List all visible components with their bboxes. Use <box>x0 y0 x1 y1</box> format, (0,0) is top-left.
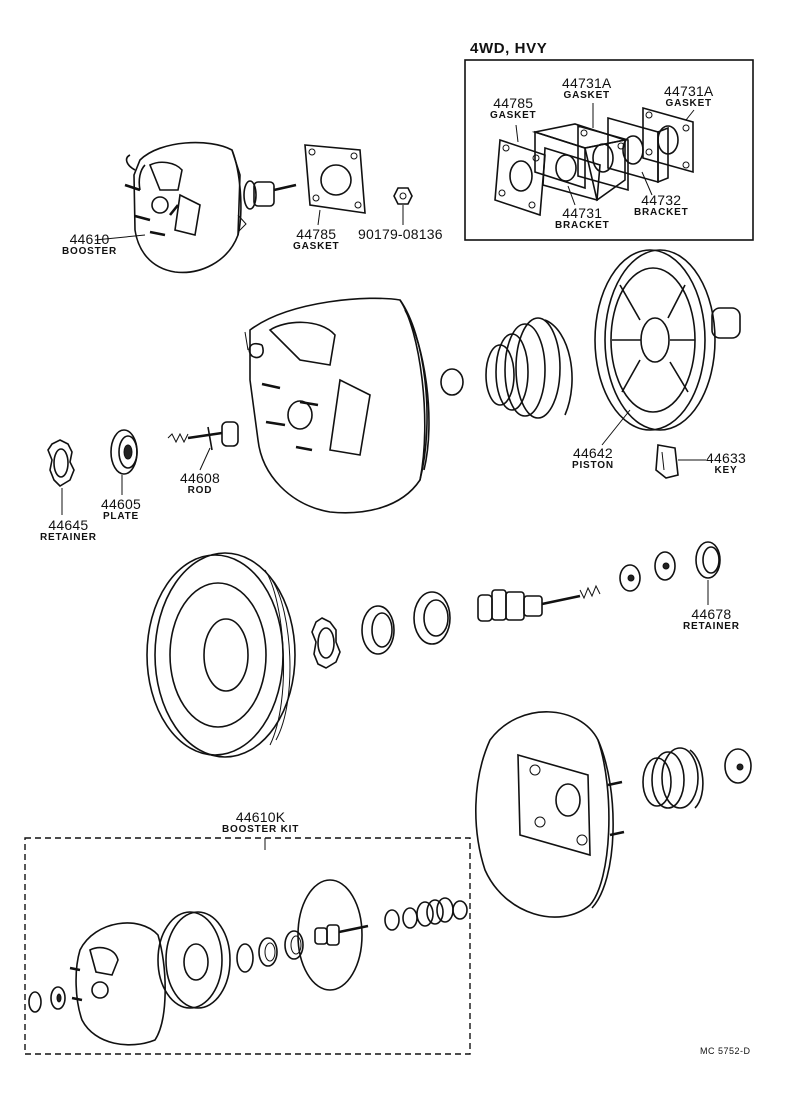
part-number: 44608 <box>180 470 220 486</box>
nut-90179 <box>393 187 413 205</box>
kit-seal-2 <box>284 930 304 960</box>
retainer-44678 <box>695 541 721 579</box>
part-number: 44610K <box>235 809 286 825</box>
washer-2 <box>654 551 676 581</box>
label-44633: 44633 KEY <box>706 451 746 476</box>
label-44732: 44732 BRACKET <box>634 193 689 218</box>
part-number: 90179-08136 <box>358 226 443 242</box>
gasket-44785 <box>304 144 366 214</box>
valve-body <box>477 584 601 622</box>
key-44633 <box>655 444 679 479</box>
part-number: 44732 <box>641 192 682 208</box>
part-name: GASKET <box>490 110 537 121</box>
booster-small <box>124 141 297 274</box>
label-90179: 90179-08136 <box>358 227 443 241</box>
label-44678: 44678 RETAINER <box>683 607 740 632</box>
variant-bracket-44731 <box>531 123 629 202</box>
part-name: PISTON <box>572 460 614 471</box>
part-number: 44605 <box>101 496 141 512</box>
variant-box <box>464 59 754 241</box>
kit-small-parts <box>28 986 66 1013</box>
washer-lower <box>724 748 752 784</box>
seal-middle-2 <box>413 591 451 645</box>
kit-front-shell <box>157 911 231 1009</box>
part-name: RETAINER <box>683 621 740 632</box>
plate-44605 <box>110 429 138 475</box>
label-44785-variant: 44785 GASKET <box>490 96 536 121</box>
variant-gasket-44731a-2 <box>642 106 694 174</box>
label-44731a-2: 44731A GASKET <box>664 84 713 109</box>
booster-front-shell <box>244 297 430 514</box>
part-name: PLATE <box>102 511 139 522</box>
label-44785: 44785 GASKET <box>293 227 339 252</box>
variant-box-title: 4WD, HVY <box>470 40 548 57</box>
label-44645: 44645 RETAINER <box>40 518 97 543</box>
part-name: RETAINER <box>40 532 97 543</box>
washer-1 <box>619 564 641 592</box>
kit-retainer <box>236 943 254 973</box>
part-name: BRACKET <box>634 207 689 218</box>
part-number: 44633 <box>706 450 746 466</box>
booster-rear-shell-lower <box>475 711 625 918</box>
variant-gasket-44731a-1 <box>577 124 629 192</box>
rod-44608 <box>167 421 239 451</box>
seal-middle-1 <box>361 605 395 655</box>
variant-gasket-44785 <box>494 138 546 217</box>
part-name: ROD <box>187 485 213 496</box>
kit-booster-shell <box>69 922 166 1046</box>
kit-diaphragm <box>297 879 363 991</box>
part-name: BRACKET <box>555 220 610 231</box>
booster-rear-shell <box>146 552 296 758</box>
piston-44642 <box>594 249 741 431</box>
part-name: GASKET <box>293 241 340 252</box>
variant-bracket-44732 <box>607 116 669 184</box>
part-number: 44731A <box>562 75 612 91</box>
spring-lower <box>642 747 704 809</box>
part-number: 44610 <box>69 231 110 247</box>
kit-seal-1 <box>258 937 278 967</box>
label-44608: 44608 ROD <box>180 471 220 496</box>
label-44731a-1: 44731A GASKET <box>562 76 611 101</box>
part-number: 44785 <box>296 226 337 242</box>
part-name: BOOSTER KIT <box>222 824 300 835</box>
kit-box <box>24 837 471 1055</box>
seal-ring <box>440 368 464 396</box>
part-number: 44731 <box>562 205 603 221</box>
kit-valve <box>314 897 468 946</box>
retainer-44645 <box>47 439 75 488</box>
label-44605: 44605 PLATE <box>101 497 141 522</box>
label-44610k: 44610K BOOSTER KIT <box>222 810 299 835</box>
part-number: 44731A <box>664 83 714 99</box>
label-44731: 44731 BRACKET <box>555 206 610 231</box>
part-name: BOOSTER <box>62 246 118 257</box>
label-44610: 44610 BOOSTER <box>62 232 117 257</box>
label-44642: 44642 PISTON <box>572 446 614 471</box>
part-name: GASKET <box>665 98 712 109</box>
retainer-ring-middle <box>311 617 341 669</box>
part-number: 44642 <box>572 445 613 461</box>
part-name: GASKET <box>563 90 610 101</box>
part-name: KEY <box>714 465 738 476</box>
return-spring <box>485 317 573 419</box>
part-number: 44678 <box>691 606 732 622</box>
part-number: 44645 <box>48 517 89 533</box>
part-number: 44785 <box>493 95 534 111</box>
drawing-code: MC 5752-D <box>700 1046 751 1056</box>
